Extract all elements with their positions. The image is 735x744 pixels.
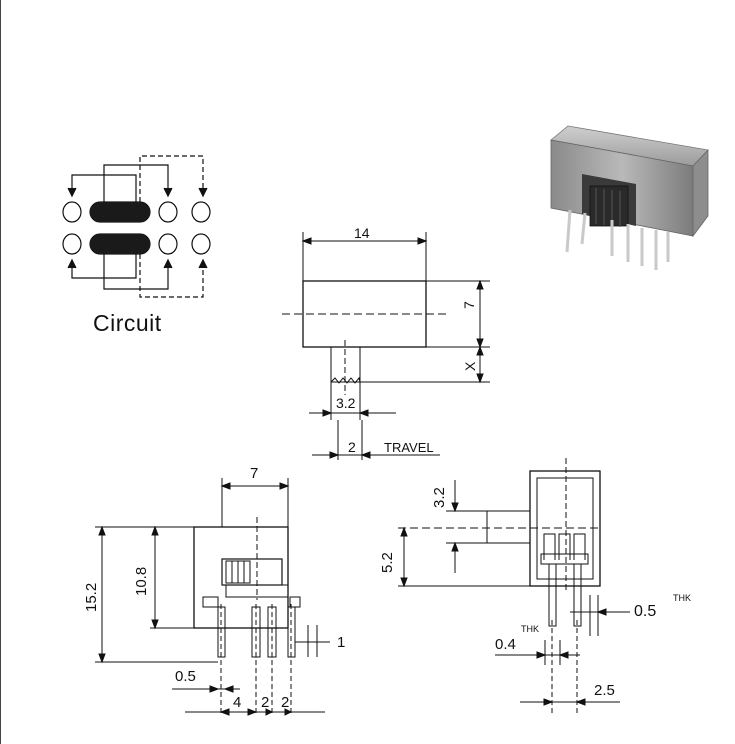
pitch-label: 2 xyxy=(261,694,270,711)
thk-left-label: 0.4 xyxy=(495,636,516,653)
terminal-circle xyxy=(158,233,178,255)
contact-bar xyxy=(89,233,151,255)
tab-width-label: 1 xyxy=(337,634,346,651)
terminal-circle xyxy=(62,233,82,255)
side-view xyxy=(398,458,630,715)
side-pin xyxy=(573,563,582,627)
photo-pins xyxy=(565,209,670,270)
front-width-label: 7 xyxy=(250,465,259,482)
switch-body-side xyxy=(692,148,709,238)
side-body xyxy=(529,470,601,587)
contact-bar xyxy=(89,201,151,223)
circuit-diagram xyxy=(62,155,211,298)
actuator-width-label: 3.2 xyxy=(336,395,356,411)
left-tab xyxy=(202,596,219,608)
front-body-height-label: 10.8 xyxy=(133,566,150,596)
side-pin xyxy=(548,563,557,627)
pin-width-label: 0.5 xyxy=(175,668,196,685)
thk-left-superscript: THK xyxy=(521,624,539,634)
terminal-row-top xyxy=(62,201,211,223)
travel-text-label: TRAVEL xyxy=(384,440,434,455)
thk-right-superscript: THK xyxy=(673,593,691,603)
switch-photo xyxy=(550,125,709,270)
travel-value-label: 2 xyxy=(348,439,356,455)
side-pitch-label: 2.5 xyxy=(594,682,615,699)
side-actuator-label: 3.2 xyxy=(431,487,448,508)
actuator-length-label: X xyxy=(462,361,478,371)
terminal-row-bottom xyxy=(62,233,211,255)
terminal-circle xyxy=(191,201,211,223)
circuit-caption: Circuit xyxy=(93,310,162,336)
pitch-label: 4 xyxy=(233,694,242,711)
front-view xyxy=(95,478,330,716)
top-height-label: 7 xyxy=(461,301,477,309)
top-view xyxy=(282,232,490,460)
pitch-label: 2 xyxy=(281,694,290,711)
thk-right-label: 0.5 xyxy=(634,603,657,620)
side-offset-label: 5.2 xyxy=(379,552,396,573)
front-body xyxy=(193,526,289,629)
terminal-circle xyxy=(158,201,178,223)
terminal-circle xyxy=(62,201,82,223)
side-actuator xyxy=(486,510,531,544)
top-width-label: 14 xyxy=(354,225,370,241)
front-height-label: 15.2 xyxy=(83,582,100,612)
terminal-circle xyxy=(191,233,211,255)
front-actuator xyxy=(221,558,283,586)
front-base xyxy=(225,584,289,598)
side-base xyxy=(540,553,589,565)
